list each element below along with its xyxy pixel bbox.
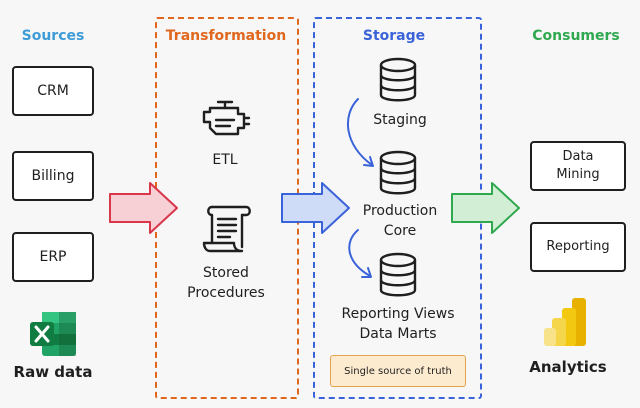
reporting-views-label: Reporting Views Data Marts — [322, 304, 474, 344]
data-mining-line2: Mining — [556, 167, 600, 182]
source-billing-box: Billing — [12, 151, 94, 201]
source-crm-label: CRM — [37, 83, 69, 99]
excel-icon — [30, 312, 76, 356]
source-erp-label: ERP — [39, 249, 67, 265]
database-icon — [379, 57, 417, 102]
source-crm-box: CRM — [12, 66, 94, 116]
reporting-box: Reporting — [530, 222, 626, 272]
green-flow-arrow — [451, 182, 520, 234]
reporting-label: Reporting — [546, 239, 610, 254]
analytics-label: Analytics — [529, 358, 607, 376]
storage-title: Storage — [362, 28, 426, 44]
production-core-line1: Production — [362, 203, 438, 219]
production-core-line2: Core — [383, 223, 417, 239]
staging-label: Staging — [373, 112, 427, 128]
database-icon — [379, 150, 417, 195]
blue-flow-arrow — [281, 182, 350, 234]
source-erp-box: ERP — [12, 232, 94, 282]
source-billing-label: Billing — [31, 168, 75, 184]
etl-label: ETL — [212, 152, 238, 168]
stored-procedures-line2: Procedures — [187, 285, 265, 301]
production-core-label: Production Core — [340, 201, 460, 241]
red-flow-arrow — [109, 182, 178, 234]
reporting-views-line2: Data Marts — [359, 326, 437, 342]
sources-title: Sources — [21, 28, 85, 44]
single-source-of-truth-badge: Single source of truth — [330, 355, 466, 387]
database-icon — [379, 252, 417, 297]
production-to-reporting-arrow — [348, 229, 372, 278]
transformation-title: Transformation — [165, 28, 287, 44]
stored-procedures-label: Stored Procedures — [180, 263, 272, 303]
scroll-icon — [202, 205, 251, 253]
raw-data-label: Raw data — [13, 363, 93, 381]
single-source-of-truth-label: Single source of truth — [344, 365, 452, 377]
data-mining-box: Data Mining — [530, 141, 626, 191]
data-mining-line1: Data — [562, 149, 594, 164]
engine-icon — [202, 100, 251, 136]
staging-to-production-arrow — [346, 98, 374, 167]
consumers-title: Consumers — [532, 28, 620, 44]
reporting-views-line1: Reporting Views — [341, 306, 455, 322]
stored-procedures-line1: Stored — [203, 265, 249, 281]
powerbi-icon — [544, 298, 586, 346]
